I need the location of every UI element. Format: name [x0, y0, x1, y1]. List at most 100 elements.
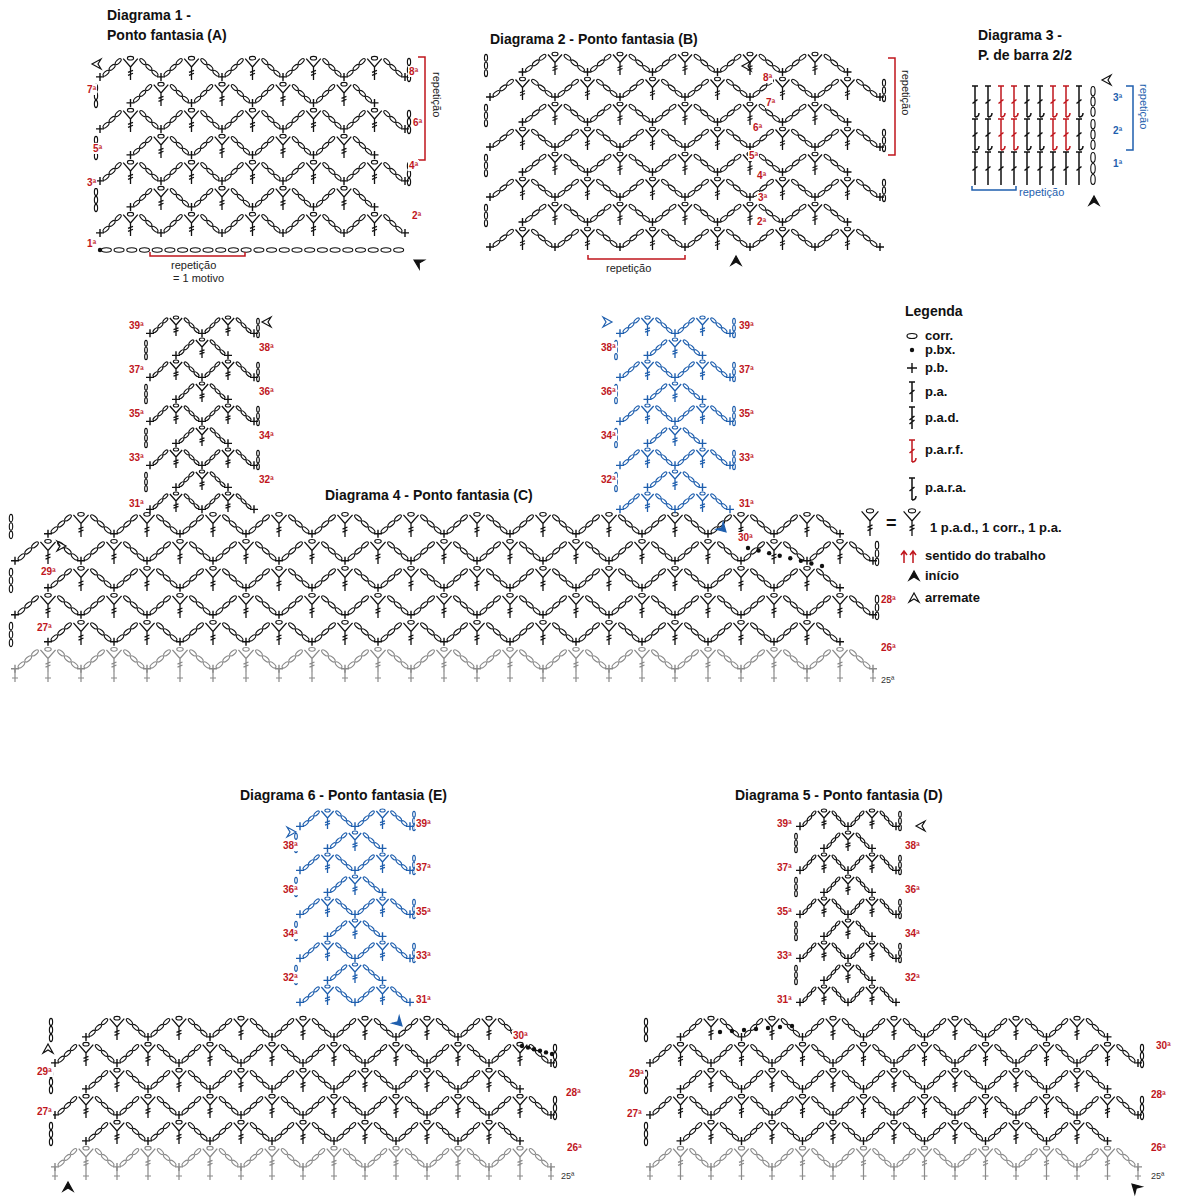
y-stitch [516, 230, 530, 251]
chain-stitch [255, 541, 264, 549]
chain-stitch [657, 655, 666, 663]
y-stitch [696, 406, 708, 424]
chain-stitch [157, 410, 163, 416]
chain-stitch [816, 568, 825, 576]
chain-stitch [733, 325, 736, 331]
chain-stitch [817, 140, 825, 148]
chain-stitch [304, 95, 312, 103]
chain-stitch [785, 165, 793, 173]
chain-stitch [152, 248, 162, 253]
chain-stitch [165, 248, 175, 253]
y-stitch [646, 130, 660, 151]
chain-stitch [617, 102, 623, 106]
chain-stitch [334, 661, 343, 669]
chain-stitch [683, 498, 690, 505]
chain-stitch [78, 566, 84, 570]
stitch-foot [276, 669, 282, 682]
chain-stitch [297, 142, 305, 150]
chain-stitch [460, 514, 469, 522]
chain-stitch [658, 568, 667, 576]
chain-stitch [666, 459, 673, 466]
chain-stitch [245, 371, 251, 377]
chain-stitch [603, 53, 611, 61]
chain-stitch [517, 1146, 523, 1150]
y-stitch [502, 650, 517, 672]
single-crochet [519, 118, 527, 126]
chain-stitch [785, 65, 793, 73]
chain-stitch [766, 128, 774, 136]
y-stitch [548, 155, 562, 176]
chain-stitch [684, 622, 693, 630]
chain-stitch [231, 1159, 239, 1167]
chain-stitch [756, 520, 765, 528]
chain-stitch [571, 128, 579, 136]
chain-stitch [294, 520, 303, 528]
y-stitch [669, 472, 681, 490]
single-crochet [157, 73, 165, 81]
chain-stitch [261, 58, 269, 66]
chain-stitch [798, 203, 806, 211]
y-stitch [139, 623, 154, 645]
chain-stitch [144, 620, 150, 624]
chain-stitch [645, 404, 650, 407]
chain-stitch [257, 420, 260, 426]
chain-stitch [721, 327, 728, 334]
single-crochet [172, 439, 180, 447]
chain-stitch [31, 541, 40, 549]
chain-stitch [257, 406, 260, 412]
chain-stitch [200, 194, 208, 202]
y-stitch [667, 515, 682, 537]
chain-stitch [157, 366, 163, 372]
stitch-symbol [1050, 119, 1057, 150]
chain-stitch [792, 159, 800, 167]
chain-stitch [156, 547, 165, 555]
chain-stitch [651, 628, 660, 636]
chain-stitch [212, 69, 220, 77]
stitch-foot [210, 669, 216, 682]
chain-stitch [552, 547, 561, 555]
chain-stitch [830, 59, 838, 67]
single-crochet [506, 584, 514, 592]
chain-stitch [304, 199, 312, 207]
single-crochet [11, 557, 19, 565]
stitch-foot [12, 669, 18, 682]
single-crochet [649, 218, 657, 226]
chain-stitch [241, 248, 251, 253]
chain-stitch [733, 184, 741, 192]
chain-stitch [393, 547, 402, 555]
chain-stitch [9, 568, 12, 576]
chain-stitch [111, 593, 117, 597]
single-crochet [198, 329, 206, 337]
chain-stitch [157, 498, 163, 504]
y-stitch [306, 111, 321, 132]
chain-stitch [540, 512, 546, 516]
y-stitch [172, 596, 187, 618]
chain-stitch [341, 82, 347, 86]
chain-stitch [882, 137, 885, 144]
y-stitch [184, 59, 199, 80]
chain-stitch [831, 178, 839, 186]
chain-stitch [255, 95, 263, 103]
chain-stitch [360, 520, 369, 528]
chain-stitch [236, 214, 244, 222]
single-crochet [374, 530, 382, 538]
chain-stitch [297, 90, 305, 98]
chain-stitch [824, 234, 832, 242]
chain-stitch [317, 248, 327, 253]
y-stitch [110, 1123, 125, 1144]
chain-stitch [628, 498, 635, 505]
chain-stitch [261, 214, 269, 222]
chain-stitch [145, 1146, 151, 1150]
chain-stitch [492, 628, 501, 636]
chain-stitch [322, 142, 330, 150]
chain-stitch [771, 539, 777, 543]
chain-stitch [792, 209, 800, 217]
chain-stitch [200, 1133, 208, 1141]
chain-stitch [519, 574, 528, 582]
chain-stitch [597, 59, 605, 67]
chain-stitch [222, 514, 231, 522]
chain-stitch [305, 1159, 313, 1167]
chain-stitch [535, 1154, 543, 1162]
single-crochet [714, 218, 722, 226]
stitch-symbol [1063, 152, 1069, 185]
